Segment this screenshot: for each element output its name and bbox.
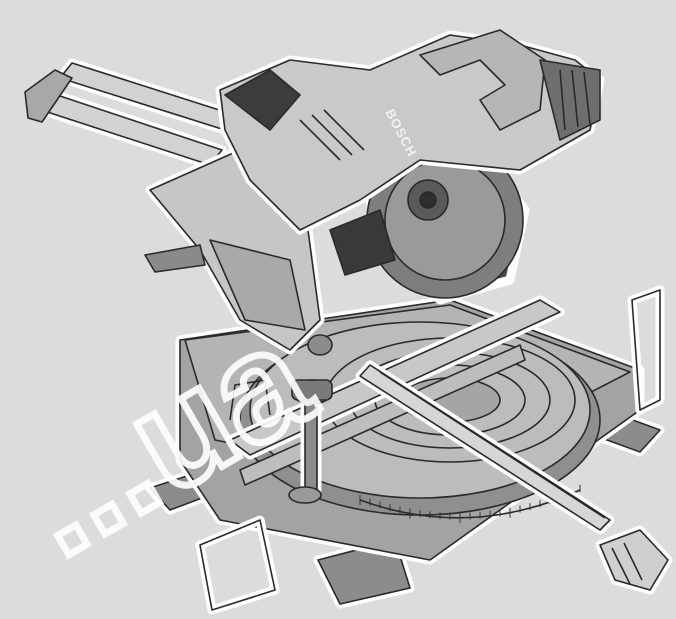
work-clamp (288, 379, 333, 504)
extension-rail (355, 360, 615, 535)
slide-rails (24, 58, 243, 170)
motor-housing: BOSCH (215, 29, 605, 235)
front-grip-knob (595, 525, 673, 595)
carry-handles (195, 285, 665, 615)
blade-assembly (329, 135, 530, 305)
